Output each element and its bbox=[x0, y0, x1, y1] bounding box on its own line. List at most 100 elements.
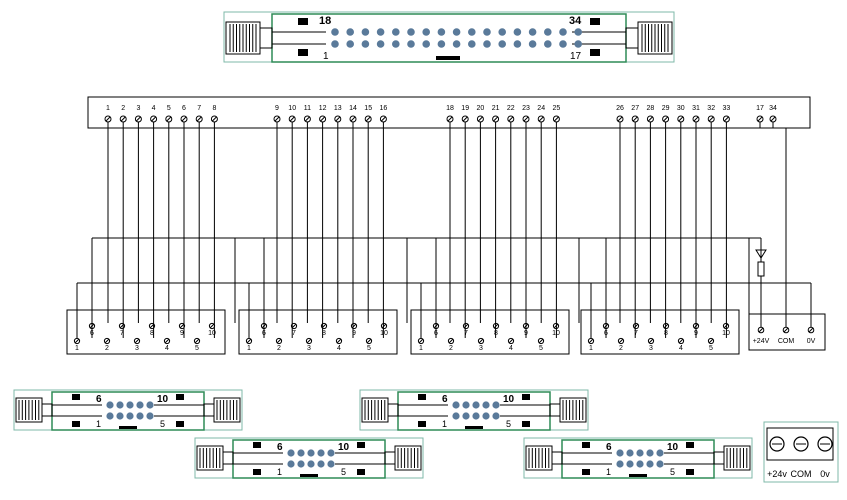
sub-screw bbox=[537, 337, 545, 345]
connector-pin bbox=[513, 28, 522, 36]
connector-pin bbox=[361, 40, 370, 48]
sub-screw-slot bbox=[633, 323, 639, 329]
connector-pin bbox=[646, 460, 654, 468]
terminal-number-label: 11 bbox=[304, 105, 311, 112]
connector-pin bbox=[462, 401, 470, 409]
sub-screw-slot bbox=[119, 323, 125, 329]
sub-screw bbox=[163, 337, 171, 345]
terminal-number-label: 24 bbox=[537, 105, 545, 112]
sub-screw-slot bbox=[306, 338, 312, 344]
screw-slot bbox=[708, 116, 714, 122]
sub-screw bbox=[722, 322, 730, 330]
power-screw bbox=[807, 326, 815, 334]
connector-pin bbox=[407, 40, 415, 48]
connector-pin bbox=[498, 40, 507, 48]
latch bbox=[522, 394, 530, 400]
sub-terminal-label: 4 bbox=[509, 345, 513, 352]
sub-block-outline bbox=[66, 309, 226, 355]
key-notch bbox=[465, 426, 483, 429]
connector-pin bbox=[636, 460, 644, 468]
key-notch bbox=[436, 56, 460, 60]
latch bbox=[176, 394, 184, 400]
latch bbox=[357, 469, 365, 475]
pin-label-1: 1 bbox=[96, 419, 101, 429]
cable-grip-left bbox=[225, 21, 273, 55]
connector-pin bbox=[392, 28, 400, 36]
sub-screw bbox=[662, 322, 670, 330]
key-notch bbox=[119, 426, 137, 429]
wiring bbox=[76, 122, 812, 338]
sub-terminal-label: 1 bbox=[589, 345, 593, 352]
diode bbox=[755, 249, 767, 259]
connector-pin bbox=[492, 412, 500, 420]
connector-pin bbox=[574, 28, 582, 36]
terminal-number-label: 22 bbox=[507, 105, 515, 112]
connector-pin bbox=[346, 28, 354, 36]
latch bbox=[686, 442, 694, 448]
sub-screw bbox=[350, 322, 358, 330]
connector-pin bbox=[317, 460, 325, 468]
connector-pin bbox=[462, 412, 470, 420]
connector-pin bbox=[327, 449, 335, 457]
sub-screw bbox=[73, 337, 81, 345]
connector-pin bbox=[513, 40, 522, 48]
sub-screw-slot bbox=[723, 323, 729, 329]
connector-pin bbox=[106, 412, 114, 420]
sub-terminal-label: 6 bbox=[90, 330, 94, 337]
sub-screw-slot bbox=[553, 323, 559, 329]
power-terminal-label: COM bbox=[778, 338, 795, 345]
terminal-number-label: 16 bbox=[380, 105, 388, 112]
sub-screw-slot bbox=[164, 338, 170, 344]
sub-terminal-label: 8 bbox=[664, 330, 668, 337]
screw-slot bbox=[105, 116, 111, 122]
sub-terminal-label: 9 bbox=[524, 330, 528, 337]
sub-screw-slot bbox=[291, 323, 297, 329]
sub-screw-slot bbox=[538, 338, 544, 344]
sub-terminal-label: 9 bbox=[180, 330, 184, 337]
connector-pin bbox=[437, 40, 446, 48]
cable-grip-right bbox=[625, 21, 673, 55]
connector-pin bbox=[498, 28, 507, 36]
sub-screw bbox=[617, 337, 625, 345]
sub-screw-slot bbox=[276, 338, 282, 344]
sub-screw-slot bbox=[104, 338, 110, 344]
sub-terminal-label: 5 bbox=[709, 345, 713, 352]
connector-pin bbox=[452, 40, 461, 48]
sub-screw bbox=[88, 322, 96, 330]
sub-screw-slot bbox=[463, 323, 469, 329]
pin-label-6: 6 bbox=[96, 394, 102, 405]
terminal-number-label: 12 bbox=[319, 105, 327, 112]
connector-pin bbox=[626, 449, 634, 457]
pin-label-18: 18 bbox=[319, 15, 331, 27]
terminal-number-label: 2 bbox=[121, 105, 125, 112]
connector-frame bbox=[13, 389, 243, 431]
terminal-number-label: 25 bbox=[553, 105, 561, 112]
sub-screw-slot bbox=[588, 338, 594, 344]
screw-slot bbox=[617, 116, 623, 122]
sub-screw bbox=[707, 337, 715, 345]
sub-screw-slot bbox=[336, 338, 342, 344]
connector-pin bbox=[482, 401, 490, 409]
plug bbox=[384, 451, 396, 465]
connector-pin bbox=[483, 28, 491, 36]
screw-slot bbox=[462, 116, 468, 122]
sub-screw-slot bbox=[663, 323, 669, 329]
latch bbox=[582, 469, 590, 475]
connector-pin bbox=[376, 28, 385, 36]
power-screw bbox=[757, 326, 765, 334]
terminal-number-label: 10 bbox=[288, 105, 296, 112]
sub-screw-slot bbox=[603, 323, 609, 329]
pin-label-10: 10 bbox=[157, 394, 169, 405]
sub-terminal-label: 2 bbox=[277, 345, 281, 352]
connector-pin bbox=[472, 401, 480, 409]
sub-screw bbox=[462, 322, 470, 330]
pin-label-10: 10 bbox=[503, 394, 515, 405]
sub-screw bbox=[260, 322, 268, 330]
sub-screw-slot bbox=[74, 338, 80, 344]
sub-terminal-label: 3 bbox=[135, 345, 139, 352]
